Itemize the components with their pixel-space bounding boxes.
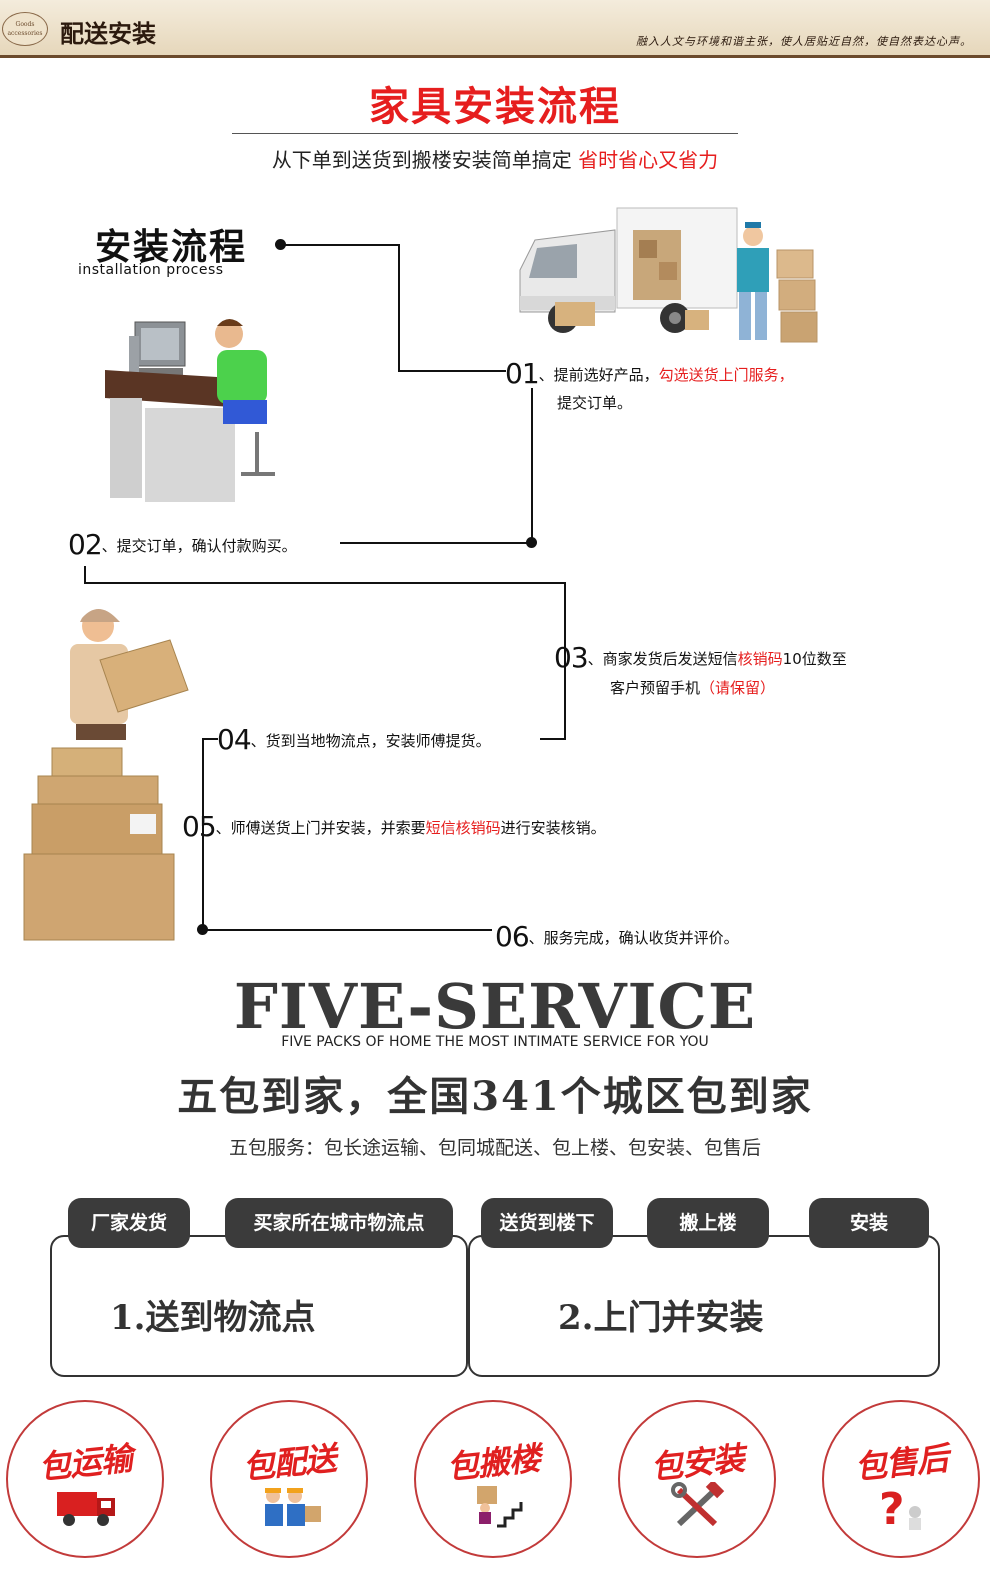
flow-step-06: 06、服务完成，确认收货并评价。 xyxy=(495,920,739,953)
box-label-install: 2.上门并安装 xyxy=(558,1298,764,1338)
pill-install: 安装 xyxy=(809,1198,929,1248)
tools-icon xyxy=(671,1482,725,1527)
flow-line xyxy=(564,582,566,740)
circle-delivery: 包配送 xyxy=(210,1400,368,1558)
step-highlight: 核销码 xyxy=(737,650,783,668)
svg-text:?: ? xyxy=(879,1484,905,1532)
title-divider xyxy=(232,133,738,134)
flow-line xyxy=(280,244,400,246)
flow-line xyxy=(531,388,533,544)
flow-line xyxy=(202,738,204,930)
flow-step-01: 01、提前选好产品，勾选送货上门服务， 提交订单。 xyxy=(505,357,794,412)
flow-line xyxy=(398,370,506,372)
step-text-line2: 客户预留手机（请保留） xyxy=(610,677,775,698)
flow-step-02: 02、提交订单，确认付款购买。 xyxy=(68,528,297,561)
step-number: 06 xyxy=(495,920,530,953)
step-highlight: 勾选送货上门服务， xyxy=(658,366,794,384)
step-text: 、服务完成，确认收货并评价。 xyxy=(528,929,739,947)
flow-line xyxy=(540,738,566,740)
pill-city-logistics: 买家所在城市物流点 xyxy=(225,1198,453,1248)
boxes-delivery-man-illustration xyxy=(23,609,189,941)
flow-step-05: 05、师傅送货上门并安装，并索要短信核销码进行安装核销。 xyxy=(182,810,606,843)
flow-title: 安装流程 xyxy=(95,227,248,268)
step-line2-text: 客户预留手机 xyxy=(610,679,701,697)
header-slogan: 融入人文与环境和谐主张，使人居贴近自然，使自然表达心声。 xyxy=(636,35,972,48)
step-text: 、提前选好产品， xyxy=(538,366,659,384)
flow-line xyxy=(202,929,492,931)
step-text-post: 进行安装核销。 xyxy=(500,819,606,837)
five-service-description: 五包服务：包长途运输、包同城配送、包上楼、包安装、包售后 xyxy=(228,1137,761,1159)
header-title: 配送安装 xyxy=(60,19,156,48)
flow-line xyxy=(84,582,566,584)
step-text-post: 10位数至 xyxy=(782,650,847,668)
delivery-truck-illustration xyxy=(519,207,818,343)
step-number: 02 xyxy=(68,528,103,561)
flow-step-03: 03、商家发货后发送短信核销码10位数至 客户预留手机（请保留） xyxy=(554,641,847,697)
step-highlight: 短信核销码 xyxy=(425,819,501,837)
service-box-install xyxy=(468,1235,940,1377)
service-box-logistics xyxy=(50,1235,468,1377)
badge-line-1: Goods xyxy=(15,21,35,28)
subtitle-normal: 从下单到送货到搬楼安装简单搞定 xyxy=(271,148,572,172)
truck-icon xyxy=(57,1492,115,1526)
question-icon: ? xyxy=(879,1484,921,1532)
page-subtitle: 从下单到送货到搬楼安装简单搞定 省时省心又省力 xyxy=(0,144,990,173)
step-text: 、货到当地物流点，安装师傅提货。 xyxy=(250,732,491,750)
step-line2-highlight: （请保留） xyxy=(700,679,776,697)
step-text: 、师傅送货上门并安装，并索要 xyxy=(215,819,426,837)
pill-carry-upstairs: 搬上楼 xyxy=(647,1198,769,1248)
circle-transport: 包运输 xyxy=(6,1400,164,1558)
flow-step-04: 04、货到当地物流点，安装师傅提货。 xyxy=(217,723,491,756)
customer-ordering-illustration xyxy=(105,319,275,502)
step-number: 04 xyxy=(217,723,252,756)
flow-subtitle: installation process xyxy=(78,262,224,278)
flow-line xyxy=(398,244,400,372)
step-text-line2: 提交订单。 xyxy=(557,394,633,412)
pill-factory-ship: 厂家发货 xyxy=(68,1198,190,1248)
five-service-subtitle: FIVE PACKS OF HOME THE MOST INTIMATE SER… xyxy=(281,1034,709,1050)
delivery-workers-icon xyxy=(265,1488,321,1526)
flow-line xyxy=(340,542,530,544)
pill-deliver-downstairs: 送货到楼下 xyxy=(481,1198,613,1248)
top-header-bar: Goods accessories 配送安装 融入人文与环境和谐主张，使人居贴近… xyxy=(0,0,990,58)
flow-line xyxy=(84,566,86,584)
subtitle-highlight: 省时省心又省力 xyxy=(578,148,719,172)
five-service-title: FIVE-SERVICE xyxy=(233,970,757,1043)
flow-step2-dot xyxy=(526,537,537,548)
page-title: 家具安装流程 xyxy=(369,84,621,130)
circle-after-sales: 包售后 ? xyxy=(822,1400,980,1558)
step-text: 、提交订单，确认付款购买。 xyxy=(101,537,297,555)
step-number: 01 xyxy=(505,357,540,390)
circle-installation: 包安装 xyxy=(618,1400,776,1558)
step-text: 、商家发货后发送短信 xyxy=(587,650,738,668)
five-service-headline: 五包到家，全国341个城区包到家 xyxy=(177,1073,813,1120)
step-number: 05 xyxy=(182,810,217,843)
circle-carry-upstairs: 包搬楼 xyxy=(414,1400,572,1558)
step-number: 03 xyxy=(554,641,589,674)
stairs-carry-icon xyxy=(477,1486,523,1528)
flow-line xyxy=(202,738,218,740)
badge-line-2: accessories xyxy=(7,30,43,37)
box-label-logistics: 1.送到物流点 xyxy=(110,1298,316,1338)
goods-accessories-badge: Goods accessories xyxy=(2,12,48,46)
